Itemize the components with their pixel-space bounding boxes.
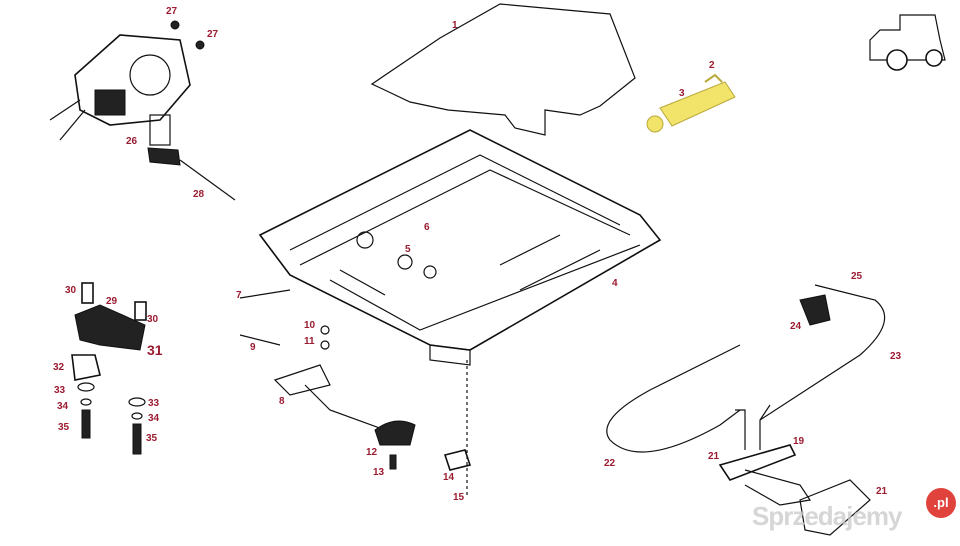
part-label: 9 xyxy=(250,342,256,353)
part-label: 19 xyxy=(793,436,805,447)
part-label: 30 xyxy=(147,314,159,325)
part-label: 6 xyxy=(424,222,430,233)
part-label: 12 xyxy=(366,447,378,458)
part-label: 34 xyxy=(148,413,160,424)
part-label: 28 xyxy=(193,189,205,200)
part-label: 33 xyxy=(54,385,66,396)
gas-spring-cylinder xyxy=(646,73,736,133)
motor-assembly xyxy=(49,20,236,201)
part-label: 23 xyxy=(890,351,902,362)
part-label: 4 xyxy=(612,278,618,289)
part-label: 35 xyxy=(58,422,70,433)
tractor-icon xyxy=(869,14,946,71)
part-label: 24 xyxy=(790,321,802,332)
part-label: 22 xyxy=(604,458,616,469)
part-label: 3 xyxy=(679,88,685,99)
part-label: 31 xyxy=(147,342,163,358)
part-label: 29 xyxy=(106,296,118,307)
linkage-assembly xyxy=(239,289,472,495)
part-label: 10 xyxy=(304,320,316,331)
part-label: 35 xyxy=(146,433,158,444)
part-label: 27 xyxy=(166,6,178,17)
part-label: 27 xyxy=(207,29,219,40)
part-label: 2 xyxy=(709,60,715,71)
part-labels: 1 2 3 4 5 6 7 8 9 10 11 12 13 14 15 19 2… xyxy=(53,6,902,503)
part-label: 13 xyxy=(373,467,385,478)
part-label: 11 xyxy=(304,336,315,347)
part-label: 34 xyxy=(57,401,69,412)
control-cable xyxy=(606,284,886,453)
watermark: Sprzedajemy xyxy=(752,501,902,531)
bracket-assembly xyxy=(71,282,147,455)
part-label: 21 xyxy=(708,451,720,462)
part-label: 21 xyxy=(876,486,888,497)
part-label: 26 xyxy=(126,136,138,147)
lever-bracket xyxy=(799,294,831,326)
part-label: 25 xyxy=(851,271,863,282)
part-label: 30 xyxy=(65,285,77,296)
part-label: 7 xyxy=(236,290,242,301)
part-label: 1 xyxy=(452,20,458,31)
part-label: 33 xyxy=(148,398,160,409)
part-label: 32 xyxy=(53,362,65,373)
seat-mat xyxy=(370,3,636,136)
watermark-badge: .pl xyxy=(926,488,956,518)
part-label: 5 xyxy=(405,244,411,255)
part-label: 8 xyxy=(279,396,285,407)
seat-base-frame xyxy=(258,129,662,366)
pedal-assembly xyxy=(718,404,871,536)
part-label: 15 xyxy=(453,492,465,503)
part-label: 14 xyxy=(443,472,455,483)
